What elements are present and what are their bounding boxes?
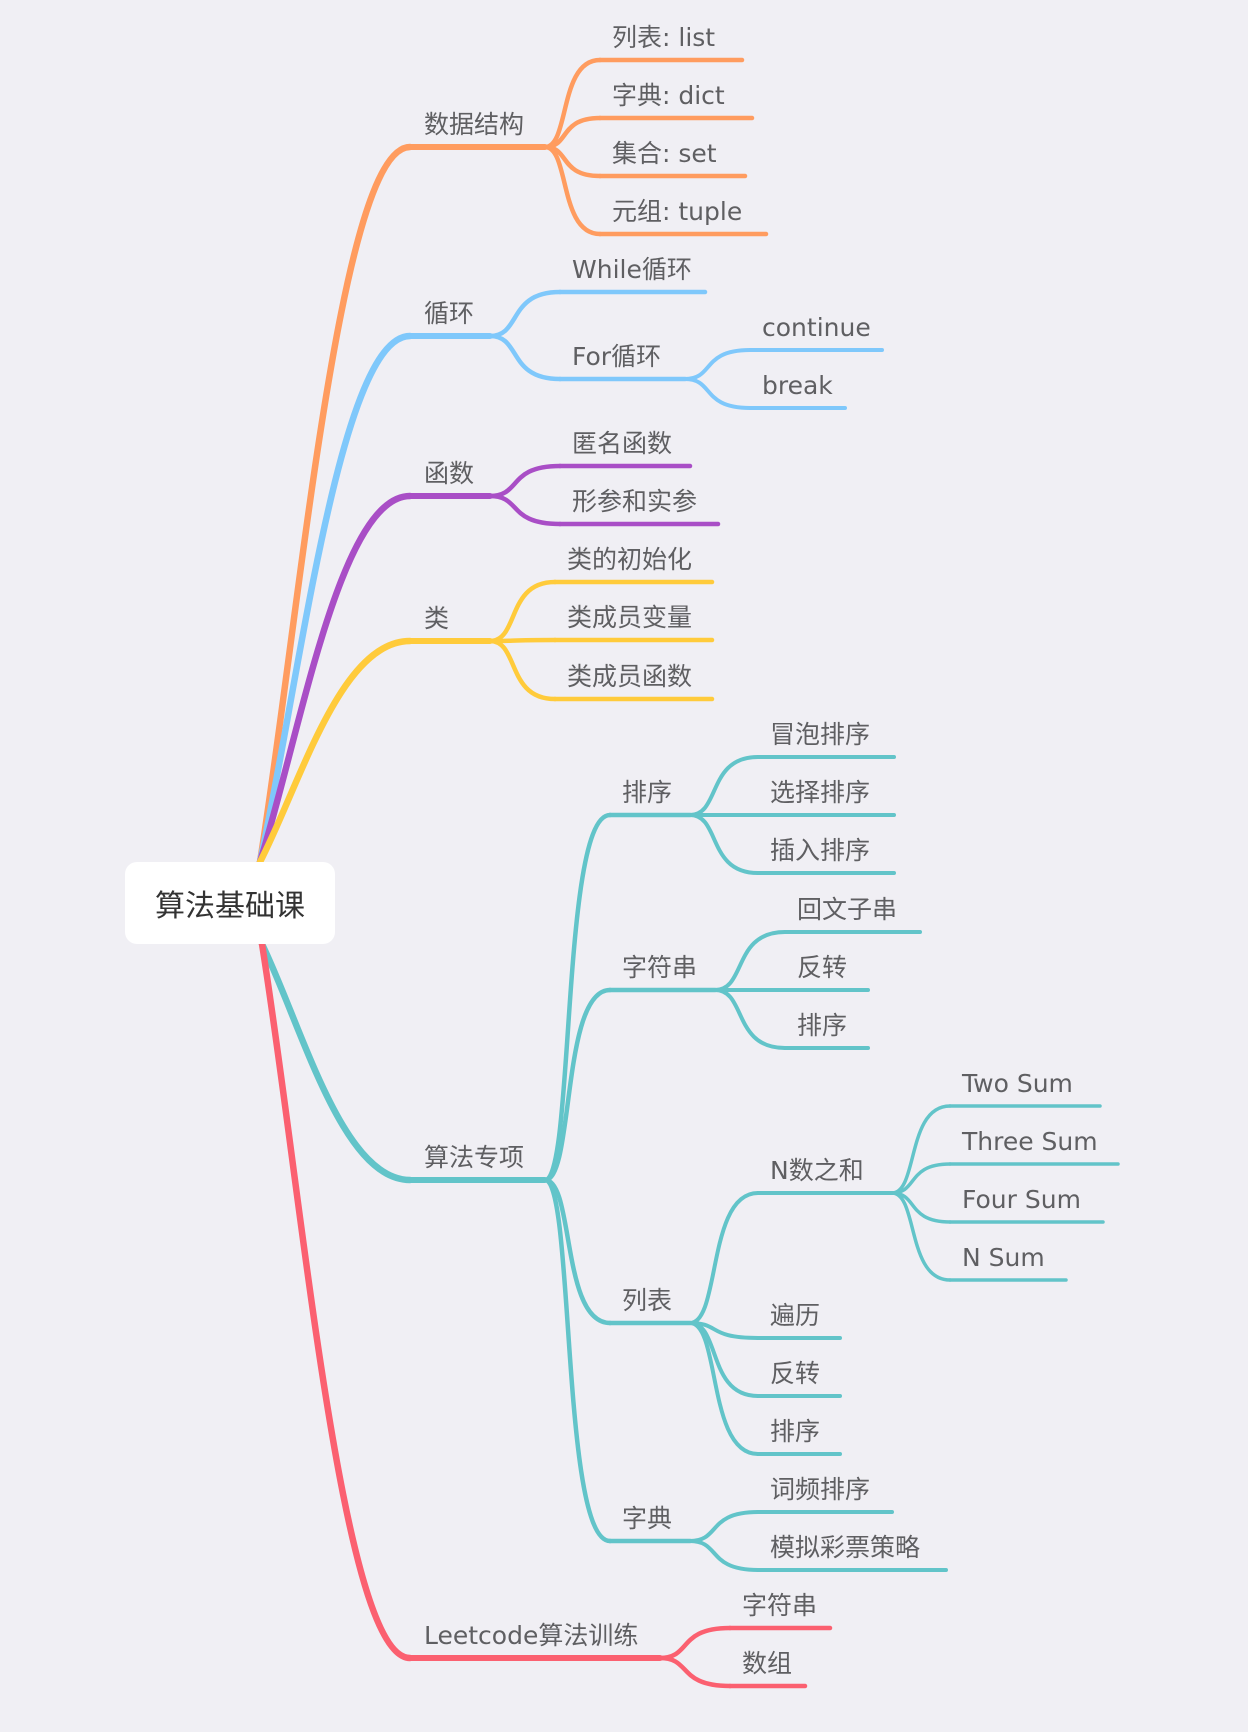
trunk-leet — [258, 940, 414, 1662]
node-b4.1.1[interactable]: 反转 — [797, 953, 847, 982]
node-b4.2.3[interactable]: 排序 — [770, 1417, 820, 1446]
connector-b2.1 — [487, 493, 563, 527]
branch-func[interactable]: 函数 — [424, 459, 474, 488]
connector-lines — [256, 57, 1120, 1689]
connector-b4.1.0 — [713, 930, 787, 992]
connector-b4.2.0.1 — [890, 1162, 952, 1195]
node-b4.3.1[interactable]: 模拟彩票策略 — [770, 1533, 920, 1562]
connector-b4.3 — [542, 1177, 613, 1544]
connector-b4.3.1 — [688, 1539, 760, 1572]
node-b1.1.0[interactable]: continue — [762, 313, 871, 342]
node-b4.2.1[interactable]: 遍历 — [770, 1301, 820, 1330]
connector-b1.1.0 — [683, 348, 752, 381]
trunk-func — [256, 492, 414, 866]
connector-b0.0 — [542, 57, 603, 150]
node-b4.2.0.2[interactable]: Four Sum — [962, 1185, 1081, 1214]
node-b4.2.0.0[interactable]: Two Sum — [961, 1069, 1073, 1098]
node-b4.0[interactable]: 排序 — [622, 778, 672, 807]
root-node[interactable]: 算法基础课 — [125, 862, 335, 944]
node-b3.0[interactable]: 类的初始化 — [567, 545, 692, 574]
node-b2.1[interactable]: 形参和实参 — [572, 487, 697, 516]
connector-b3.0 — [487, 579, 558, 644]
node-b4.2.0[interactable]: N数之和 — [770, 1156, 864, 1185]
node-b4.1.0[interactable]: 回文子串 — [797, 895, 897, 924]
node-b1.1.1[interactable]: break — [762, 371, 833, 400]
connector-b4.2.3 — [688, 1321, 760, 1456]
connector-b3.2 — [487, 638, 558, 702]
branch-class[interactable]: 类 — [424, 604, 449, 633]
node-b1.1[interactable]: For循环 — [572, 342, 661, 371]
node-labels: 数据结构 列表: list 字典: dict 集合: set 元组: tuple 循环 Wh… — [424, 23, 1098, 1678]
node-b4.1[interactable]: 字符串 — [622, 953, 697, 982]
node-b2.0[interactable]: 匿名函数 — [572, 429, 672, 458]
connector-b5.0 — [657, 1625, 733, 1661]
connector-b5.1 — [657, 1655, 733, 1689]
trunk-loop — [256, 332, 414, 866]
branch-leet[interactable]: Leetcode算法训练 — [424, 1621, 638, 1650]
connector-b3.1 — [487, 637, 558, 644]
branch-ds[interactable]: 数据结构 — [424, 110, 524, 139]
node-b5.1[interactable]: 数组 — [742, 1649, 792, 1678]
connector-b4.2 — [542, 1177, 613, 1326]
trunk-class — [256, 637, 414, 866]
branch-algo[interactable]: 算法专项 — [424, 1143, 524, 1172]
node-b4.0.1[interactable]: 选择排序 — [770, 778, 870, 807]
connector-b4.3.0 — [688, 1510, 760, 1543]
connector-b4.0 — [542, 812, 613, 1183]
node-b0.2[interactable]: 集合: set — [612, 139, 717, 168]
node-b3.1[interactable]: 类成员变量 — [567, 603, 692, 632]
node-b4.3.0[interactable]: 词频排序 — [770, 1475, 870, 1504]
connector-b4.2.0.3 — [890, 1191, 952, 1282]
root-node-label: 算法基础课 — [155, 889, 305, 924]
node-b4.2[interactable]: 列表 — [622, 1286, 672, 1315]
connector-b1.0 — [487, 289, 563, 339]
connector-b0.3 — [542, 144, 603, 237]
connector-b1.1.1 — [683, 377, 752, 410]
node-b0.1[interactable]: 字典: dict — [612, 81, 725, 110]
node-b4.1.2[interactable]: 排序 — [797, 1011, 847, 1040]
node-b4.0.0[interactable]: 冒泡排序 — [770, 720, 870, 749]
node-b5.0[interactable]: 字符串 — [742, 1591, 817, 1620]
node-b4.0.2[interactable]: 插入排序 — [770, 836, 870, 865]
connector-b4.1.2 — [713, 988, 787, 1050]
node-b4.3[interactable]: 字典 — [622, 1504, 672, 1533]
node-b4.2.2[interactable]: 反转 — [770, 1359, 820, 1388]
connector-b4.0.2 — [688, 813, 760, 875]
connector-b1.1 — [487, 333, 563, 382]
connector-b4.0.0 — [688, 755, 760, 817]
node-b4.2.0.3[interactable]: N Sum — [962, 1243, 1045, 1272]
connector-b4.1 — [542, 987, 613, 1183]
connector-b4.2.0 — [688, 1191, 760, 1325]
connector-b2.0 — [487, 463, 563, 499]
node-b4.2.0.1[interactable]: Three Sum — [961, 1127, 1098, 1156]
node-b3.2[interactable]: 类成员函数 — [567, 662, 692, 691]
connector-b4.2.0.0 — [890, 1104, 952, 1195]
node-b1.0[interactable]: While循环 — [572, 255, 692, 284]
trunk-algo — [258, 940, 414, 1184]
node-b0.3[interactable]: 元组: tuple — [612, 197, 742, 226]
trunk-ds — [256, 143, 414, 866]
node-b0.0[interactable]: 列表: list — [612, 23, 715, 52]
branch-loop[interactable]: 循环 — [424, 299, 474, 328]
